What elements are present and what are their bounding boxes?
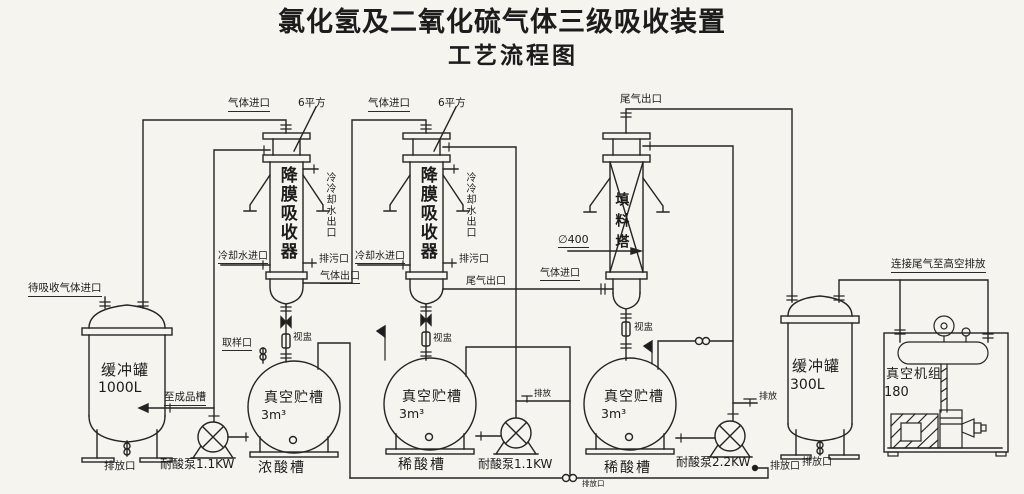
dimension-arrow-icon (630, 247, 644, 255)
absorber2-name: 降膜吸收器 (416, 166, 437, 261)
vacuum-unit-assembly (883, 315, 1009, 457)
sight-glass-icon (621, 321, 631, 337)
packed-tower-gas-inlet-label: 气体进口 (540, 268, 580, 281)
manifold-drain-label: 排放口 (582, 479, 605, 488)
separator-drum-icon (897, 341, 989, 365)
gas-feed-inlet-label: 待吸收气体进口 (28, 282, 102, 297)
absorber1-gas-outlet-label: 气体出口 (320, 271, 360, 284)
buffer-tank-300l-vessel (780, 295, 860, 460)
tank1-vessel (247, 360, 341, 458)
tank2-volume: 3m³ (399, 406, 425, 421)
tank1-volume: 3m³ (261, 407, 287, 422)
tank1-sampling-label: 取样口 (222, 338, 252, 351)
tank3-sight-glass-label: 视盅 (634, 322, 654, 333)
pump1-symbol (190, 421, 236, 459)
buffer-tank-1000l-drain-label: 排放口 (104, 460, 136, 472)
tank2-service-label: 稀酸槽 (398, 457, 446, 473)
absorber2-vessel (383, 132, 470, 305)
inline-fittings (137, 313, 759, 483)
pump3-symbol (707, 420, 753, 458)
absorber2-tailgas-outlet-label: 尾气出口 (466, 276, 506, 287)
diagram-subtitle: 工艺流程图 (448, 43, 578, 69)
tank2-vessel (383, 357, 477, 455)
packing-cross-icon (609, 161, 644, 273)
vacuum-unit-name: 真空机组 (886, 367, 943, 382)
absorber2-area-label: 6平方 (438, 97, 466, 109)
inline-valve-icon (701, 336, 711, 346)
to-product-tank-label: 至成品槽 (164, 391, 206, 406)
packed-tower-vessel (583, 132, 670, 310)
tank3-name: 真空贮槽 (604, 389, 664, 405)
pennant-valve-icon (375, 324, 386, 339)
absorber1-vessel (243, 132, 330, 305)
pump-body-icon (939, 409, 963, 449)
bowtie-valve-icon (280, 315, 292, 329)
tank2-drain-label: 排放 (534, 389, 552, 399)
tailgas-to-atmosphere-label: 连接尾气至高空排放 (891, 258, 986, 273)
packed-tower-tailgas-label: 尾气出口 (620, 93, 662, 105)
tank1-sight-glass-label: 视盅 (293, 332, 313, 343)
absorber2-cooling-water-outlet-label: 冷冷却水出口 (464, 172, 475, 238)
bowtie-valve-icon (420, 313, 432, 327)
sampling-fitting-icon (259, 353, 267, 361)
tank1-service-label: 浓酸槽 (258, 460, 306, 476)
buffer-tank-300l-name: 缓冲罐 (792, 357, 841, 375)
manway-icon (424, 432, 434, 442)
pump3-label: 耐酸泵2.2KW (676, 455, 751, 469)
sight-glass-icon (281, 333, 291, 349)
absorber2-cooling-water-inlet-label: 冷却水进口 (355, 251, 405, 264)
tank3-vessel (583, 357, 677, 455)
drain-fitting-icon (123, 448, 131, 456)
absorber2-blowdown-label: 排污口 (459, 254, 489, 265)
sight-glass-icon (421, 331, 431, 347)
flange-ticks (99, 112, 994, 443)
piping-lines (104, 106, 989, 479)
flow-arrow-icon (137, 402, 149, 414)
tank3-volume: 3m³ (601, 406, 627, 421)
inline-valve-icon (568, 473, 578, 483)
gauge-icon (961, 327, 971, 337)
drain-point-icon (751, 464, 759, 472)
vacuum-unit-model: 180 (884, 385, 909, 400)
pennant-valve-icon (642, 339, 653, 354)
absorber1-cooling-water-outlet-label: 冷冷却水出口 (324, 172, 335, 238)
inline-valve-icon (561, 473, 571, 483)
manway-icon (288, 435, 298, 445)
pump1-label: 耐酸泵1.1KW (160, 457, 235, 471)
absorber1-name: 降膜吸收器 (276, 166, 297, 261)
buffer-tank-300l-capacity: 300L (790, 377, 825, 393)
diagram-title: 氯化氢及二氧化硫气体三级吸收装置 (278, 7, 726, 38)
tank2-name: 真空贮槽 (402, 389, 462, 405)
absorber1-cooling-water-inlet-label: 冷却水进口 (218, 251, 268, 264)
inline-valve-icon (694, 336, 704, 346)
manifold-end-drain-label: 排放口 (770, 461, 800, 472)
tank2-sight-glass-label: 视盅 (433, 333, 453, 344)
packed-tower-name: 填料塔 (613, 192, 630, 255)
buffer-tank-300l-drain-label: 排放口 (802, 457, 832, 468)
drain-fitting-icon (816, 447, 824, 455)
tank3-drain-label: 排放 (759, 392, 778, 402)
buffer-tank-1000l-vessel (81, 304, 173, 463)
buffer-tank-1000l-capacity: 1000L (98, 380, 142, 396)
absorber1-area-label: 6平方 (298, 97, 326, 109)
absorber1-blowdown-label: 排污口 (319, 254, 349, 265)
pump2-symbol (493, 417, 539, 455)
absorber2-gas-inlet-label: 气体进口 (368, 97, 410, 112)
buffer-tank-1000l-name: 缓冲罐 (101, 361, 150, 379)
tank3-service-label: 稀酸槽 (604, 460, 652, 476)
pump2-label: 耐酸泵1.1KW (478, 457, 553, 471)
tank1-name: 真空贮槽 (264, 390, 324, 406)
manway-icon (624, 432, 634, 442)
packed-tower-diameter-label: ∅400 (558, 233, 589, 249)
absorber1-gas-inlet-label: 气体进口 (228, 97, 270, 112)
